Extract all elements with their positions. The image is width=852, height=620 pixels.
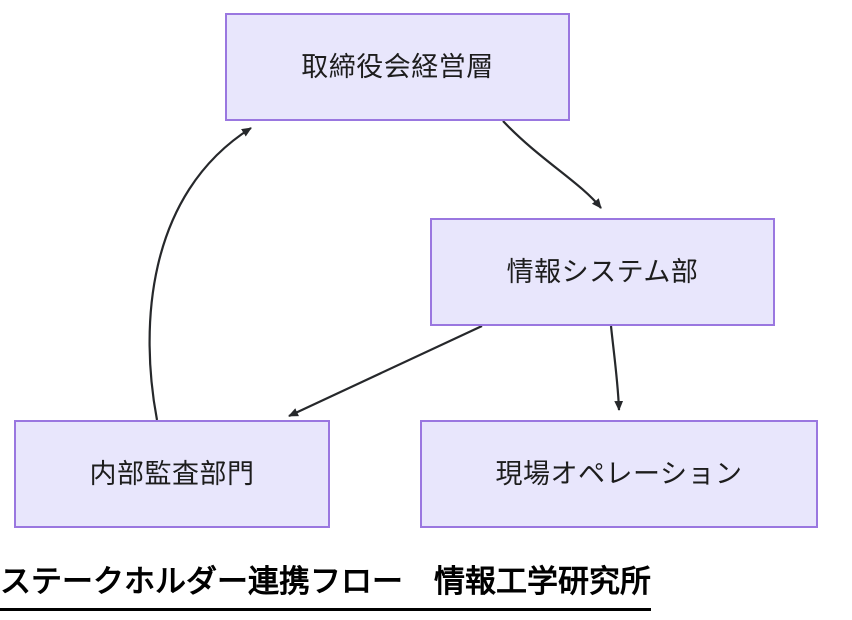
edge-is-dept-to-field-ops xyxy=(609,325,624,411)
diagram-caption: ステークホルダー連携フロー 情報工学研究所 xyxy=(0,558,852,616)
node-field-operations[interactable]: 現場オペレーション xyxy=(420,420,818,528)
diagram-caption-text: ステークホルダー連携フロー 情報工学研究所 xyxy=(0,558,651,611)
node-internal-audit-dept-label: 内部監査部門 xyxy=(89,458,255,489)
node-board[interactable]: 取締役会経営層 xyxy=(225,13,570,121)
edge-is-dept-to-internal-audit xyxy=(288,325,483,417)
node-board-label: 取締役会経営層 xyxy=(301,51,494,82)
edge-board-to-is-dept xyxy=(502,120,602,209)
node-internal-audit-dept[interactable]: 内部監査部門 xyxy=(14,420,330,528)
node-information-systems-dept-label: 情報システム部 xyxy=(506,256,699,287)
node-field-operations-label: 現場オペレーション xyxy=(495,458,743,489)
node-information-systems-dept[interactable]: 情報システム部 xyxy=(430,218,775,326)
edge-internal-audit-to-board xyxy=(148,127,252,421)
